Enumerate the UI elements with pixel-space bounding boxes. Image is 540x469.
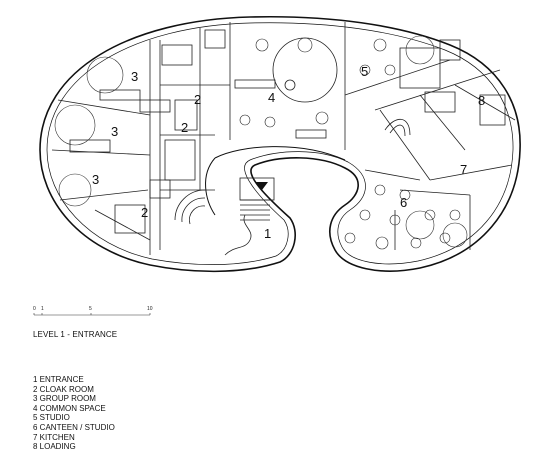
legend-item-kitchen: 7 KITCHEN [33, 432, 75, 442]
scale-bar-line [33, 313, 151, 316]
room-number-common-space: 4 [268, 90, 275, 105]
legend-item-cloak-room: 2 CLOAK ROOM [33, 384, 94, 394]
scale-label-0: 0 [33, 306, 36, 312]
room-legend: 1 ENTRANCE 2 CLOAK ROOM 3 GROUP ROOM 4 C… [33, 375, 115, 452]
scale-label-1: 1 [41, 306, 44, 312]
room-number-kitchen: 7 [460, 162, 467, 177]
outer-walls [39, 15, 521, 273]
room-number-cloak-room-c: 2 [141, 205, 148, 220]
room-number-group-room-b: 3 [111, 124, 118, 139]
room-number-group-room-c: 3 [92, 172, 99, 187]
legend-item-studio: 5 STUDIO [33, 413, 70, 423]
room-number-loading: 8 [478, 93, 485, 108]
interior-walls [51, 22, 516, 256]
legend-item-entrance: 1 ENTRANCE [33, 375, 84, 384]
drawing-title: LEVEL 1 - ENTRANCE [33, 330, 118, 339]
scale-label-5: 5 [89, 306, 92, 312]
room-number-canteen: 6 [400, 195, 407, 210]
floor-plan: 3 3 3 2 2 2 4 5 8 7 6 1 [39, 15, 521, 273]
tables [239, 37, 461, 250]
legend-item-common-space: 4 COMMON SPACE [33, 403, 106, 413]
room-number-labels: 3 3 3 2 2 2 4 5 8 7 6 1 [92, 64, 485, 241]
legend-item-loading: 8 LOADING [33, 442, 76, 452]
room-number-group-room-a: 3 [131, 69, 138, 84]
scale-label-10: 10 [147, 306, 153, 312]
room-number-cloak-room-b: 2 [181, 120, 188, 135]
trees [54, 35, 468, 248]
scale-bar: 0 1 5 10 [33, 306, 153, 316]
room-number-studio: 5 [361, 64, 368, 79]
room-number-cloak-room-a: 2 [194, 92, 201, 107]
legend-item-canteen-studio: 6 CANTEEN / STUDIO [33, 422, 115, 432]
legend-item-group-room: 3 GROUP ROOM [33, 394, 96, 404]
entrance-arrow [255, 182, 268, 190]
room-number-entrance: 1 [264, 226, 271, 241]
